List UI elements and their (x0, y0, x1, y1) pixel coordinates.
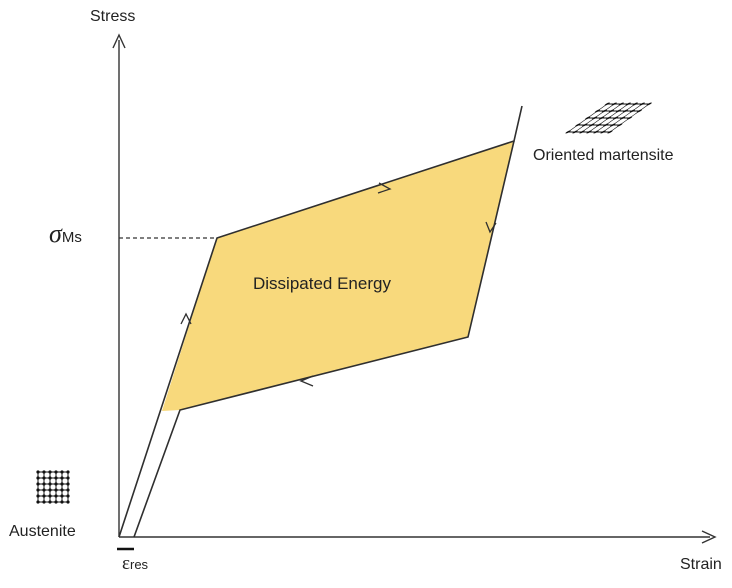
arrow-loading-plateau (377, 182, 392, 194)
arrow-loading-elastic (180, 312, 192, 325)
unloading-curve (133, 140, 515, 538)
sigma-symbol: σ (49, 219, 62, 248)
austenite-label: Austenite (9, 523, 76, 540)
x-axis-label: Strain (680, 556, 722, 573)
x-axis-arrowhead (701, 530, 717, 544)
square-lattice-icon (36, 470, 70, 504)
sigma-subscript: Ms (61, 229, 82, 246)
arrow-unloading-elastic (485, 221, 497, 234)
arrow-unloading-plateau (299, 375, 314, 387)
loading-curve (118, 105, 523, 538)
dissipated-energy-label: Dissipated Energy (253, 274, 391, 293)
y-axis-arrowhead (112, 33, 126, 49)
y-axis-label: Stress (90, 8, 136, 25)
oriented-martensite-label: Oriented martensite (533, 147, 674, 164)
epsilon-subscript: res (129, 557, 149, 572)
dissipated-energy-region (162, 141, 514, 411)
epsilon-res-label: εres (122, 553, 148, 575)
sheared-lattice-icon (565, 102, 652, 134)
epsilon-symbol: ε (122, 553, 130, 574)
sigma-ms-label: σMs (49, 219, 82, 249)
